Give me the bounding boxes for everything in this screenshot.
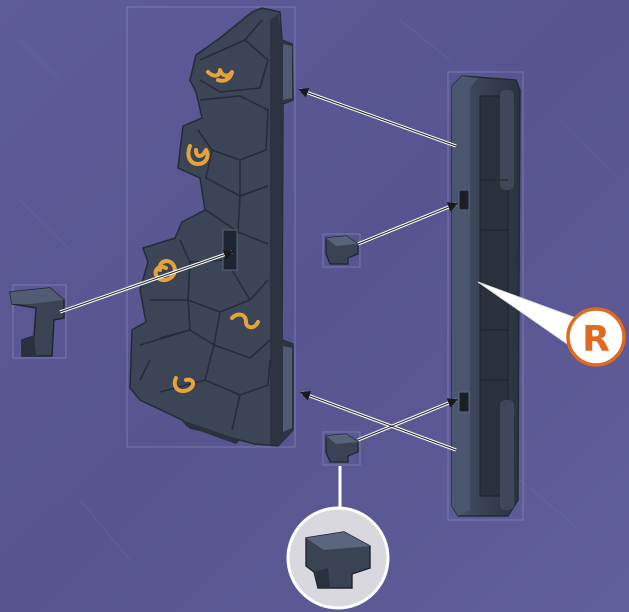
- rail-slot-lower: [459, 392, 469, 412]
- rail-slot-upper: [459, 190, 469, 210]
- panel-slot: [223, 230, 237, 270]
- callout-label: R: [582, 319, 610, 360]
